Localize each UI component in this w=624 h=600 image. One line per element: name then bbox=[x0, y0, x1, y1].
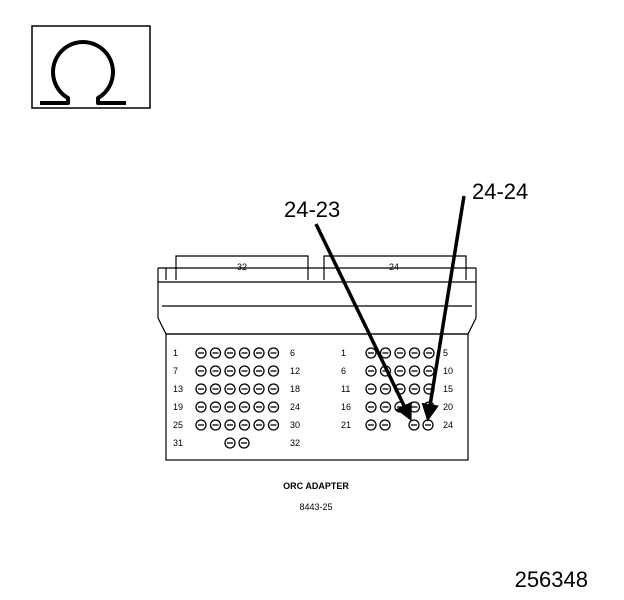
pin-row-start-label: 21 bbox=[341, 420, 351, 430]
pin-row-end-label: 30 bbox=[290, 420, 300, 430]
callout-arrow-left bbox=[314, 223, 412, 422]
pin-socket bbox=[253, 365, 265, 377]
pin-row-end-label: 24 bbox=[443, 420, 453, 430]
pin-row-start-label: 6 bbox=[341, 366, 346, 376]
pin-socket bbox=[253, 347, 265, 359]
pin-socket bbox=[379, 419, 391, 431]
pin-row-start-label: 1 bbox=[173, 348, 178, 358]
pin-socket bbox=[408, 383, 421, 395]
pin-socket bbox=[238, 383, 251, 395]
pin-row-start-label: 11 bbox=[341, 384, 350, 394]
pin-socket bbox=[408, 365, 421, 377]
pin-socket bbox=[238, 437, 250, 449]
pin-socket bbox=[238, 365, 251, 377]
callout-label-right: 24-24 bbox=[472, 179, 528, 204]
pin-socket bbox=[408, 347, 421, 359]
pin-socket bbox=[209, 401, 222, 413]
pin-socket bbox=[379, 383, 392, 395]
slot-label-right: 24 bbox=[389, 262, 399, 272]
pin-socket bbox=[224, 401, 236, 413]
pin-socket bbox=[195, 365, 207, 377]
pin-socket bbox=[365, 419, 377, 431]
pin-socket bbox=[195, 347, 207, 359]
slot-label-left: 32 bbox=[237, 262, 247, 272]
left-pin-block: 1 6 7 12 13 18 19 24 25 30 31 32 bbox=[173, 347, 300, 449]
pin-row-end-label: 18 bbox=[290, 384, 300, 394]
pin-socket bbox=[209, 365, 222, 377]
pin-socket bbox=[267, 419, 280, 431]
pin-row-start-label: 13 bbox=[173, 384, 183, 394]
pin-row-start-label: 31 bbox=[173, 438, 183, 448]
pin-socket bbox=[408, 419, 420, 431]
pin-socket bbox=[209, 419, 222, 431]
pin-row-end-label: 12 bbox=[290, 366, 300, 376]
pin-row-start-label: 7 bbox=[173, 366, 178, 376]
pin-socket bbox=[224, 419, 236, 431]
pin-socket bbox=[365, 347, 377, 359]
pin-socket bbox=[195, 383, 207, 395]
pin-socket bbox=[195, 401, 207, 413]
pin-socket bbox=[267, 401, 280, 413]
pin-socket bbox=[379, 401, 392, 413]
pin-socket bbox=[224, 365, 236, 377]
pin-socket bbox=[253, 419, 265, 431]
pin-row-end-label: 24 bbox=[290, 402, 300, 412]
pin-socket bbox=[224, 383, 236, 395]
pin-socket bbox=[267, 365, 280, 377]
pin-socket bbox=[394, 347, 406, 359]
pin-socket bbox=[394, 365, 406, 377]
pin-socket bbox=[253, 383, 265, 395]
pin-row-end-label: 15 bbox=[443, 384, 453, 394]
adapter-title: ORC ADAPTER bbox=[283, 481, 349, 491]
pin-row-end-label: 20 bbox=[443, 402, 453, 412]
pin-socket bbox=[365, 401, 377, 413]
pin-socket bbox=[224, 347, 236, 359]
callout-arrow-right bbox=[421, 195, 466, 422]
pin-socket bbox=[365, 365, 377, 377]
pin-row-end-label: 6 bbox=[290, 348, 295, 358]
pin-row-end-label: 32 bbox=[290, 438, 300, 448]
pin-socket bbox=[209, 383, 222, 395]
pin-socket bbox=[224, 437, 236, 449]
pin-row-start-label: 25 bbox=[173, 420, 183, 430]
callout-label-left: 24-23 bbox=[284, 197, 340, 222]
pin-row-end-label: 10 bbox=[443, 366, 453, 376]
ohm-icon bbox=[31, 25, 151, 109]
connector-housing bbox=[157, 255, 477, 461]
adapter-part-number: 8443-25 bbox=[299, 502, 332, 512]
figure-number: 256348 bbox=[515, 567, 588, 592]
pin-row-start-label: 19 bbox=[173, 402, 183, 412]
pin-socket bbox=[209, 347, 222, 359]
pin-socket bbox=[253, 401, 265, 413]
pin-row-start-label: 1 bbox=[341, 348, 346, 358]
pin-socket bbox=[365, 383, 377, 395]
pin-row-end-label: 5 bbox=[443, 348, 448, 358]
pin-row-start-label: 16 bbox=[341, 402, 351, 412]
pin-socket bbox=[238, 401, 251, 413]
pin-socket bbox=[195, 419, 207, 431]
pin-socket bbox=[267, 383, 280, 395]
pin-socket bbox=[238, 347, 251, 359]
pin-socket bbox=[238, 419, 251, 431]
pin-socket bbox=[423, 347, 435, 359]
pin-socket bbox=[267, 347, 280, 359]
pin-socket bbox=[379, 347, 392, 359]
